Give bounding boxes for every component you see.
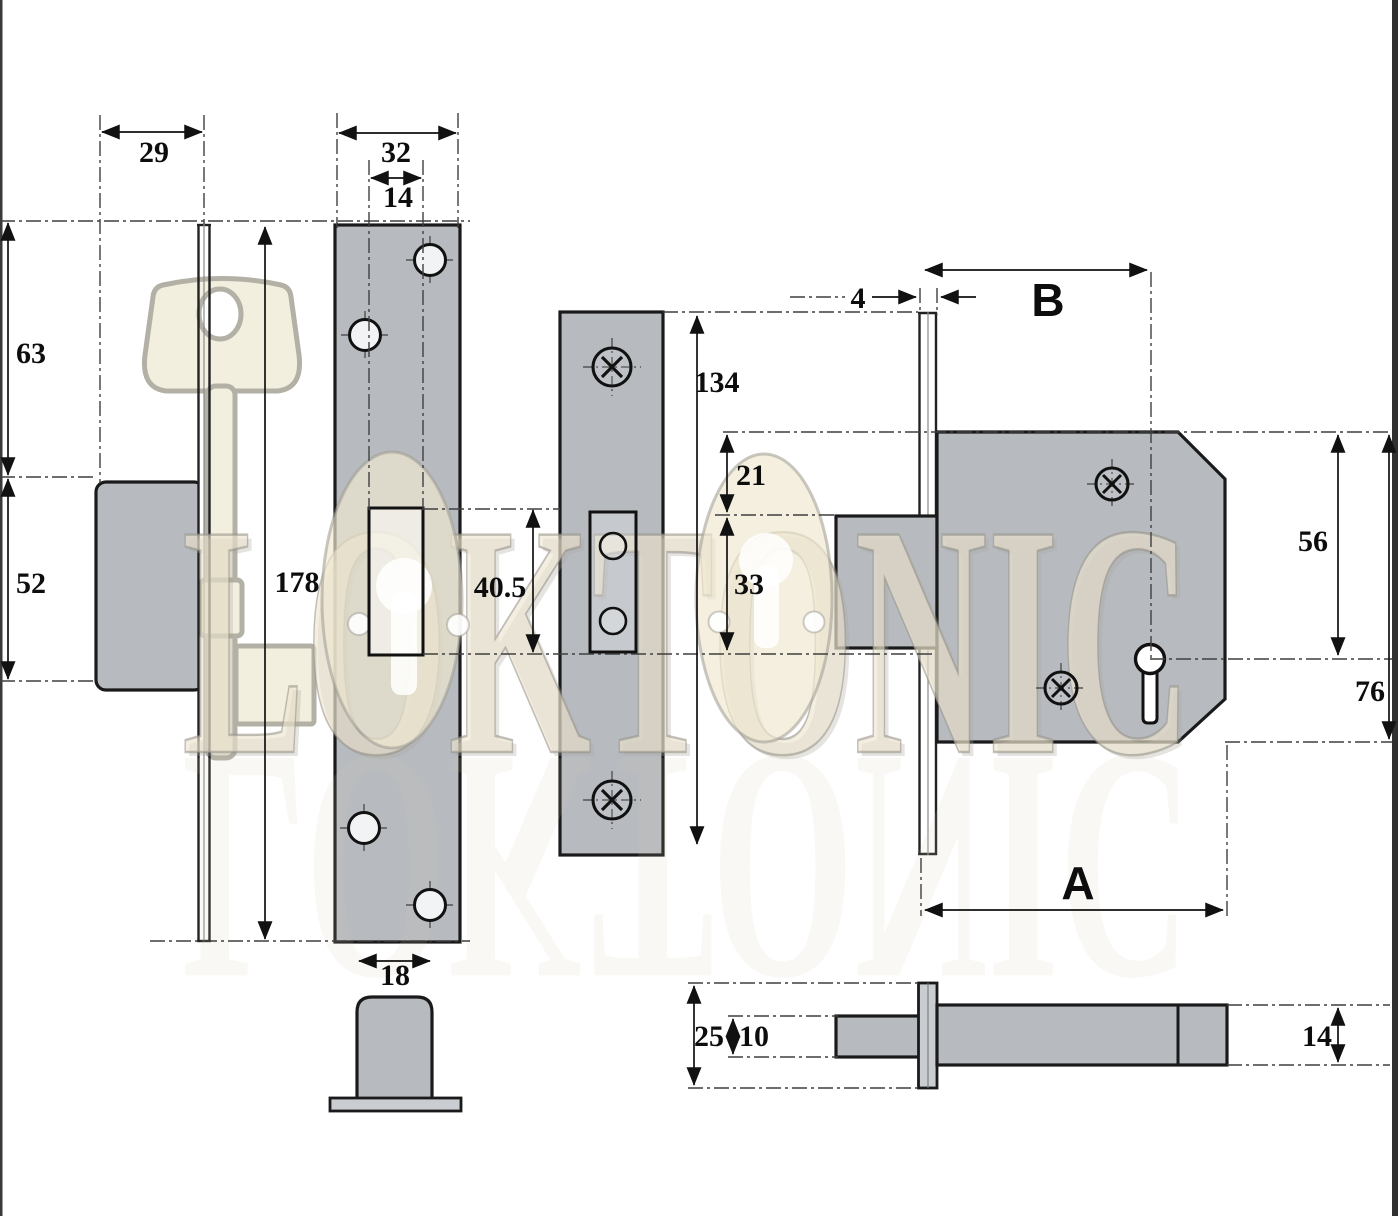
phillips-screw-icon [1087,459,1137,509]
keyway-cutout [367,506,425,657]
bolt-front [355,995,434,1101]
scan-edge-right [1392,0,1398,1216]
dim-label-keyway-height: 40.5 [474,571,527,604]
dim-label-bolt-height: 33 [734,568,764,601]
dim-label-top-to-bolt: 63 [16,337,46,370]
bolt-front-view [328,995,463,1113]
dim-label-tail-thickness: 10 [739,1020,769,1053]
strike-plate-front [558,310,665,857]
drawing-details [340,236,1167,929]
deadbolt-thrown [834,514,939,650]
bolt-tail [834,1014,924,1059]
watermark-escutcheon-right [694,452,834,744]
key-bit [233,643,317,727]
dim-label-profile-height: 25 [694,1020,724,1053]
dim-label-bolt-face-width: 18 [380,959,410,992]
dim-label-depth-A: A [1061,857,1094,909]
watermark: LOKTONIC LOKTONIC LOKTONIC [181,450,1196,1054]
watermark-reflection: LOKTONIC [182,686,1192,1054]
strike-hole-icon [598,606,628,636]
dimension-lines [0,124,1397,1086]
phillips-screw-icon [583,338,641,396]
phillips-screw-icon [583,771,641,829]
dim-label-plate-thickness: 4 [851,282,866,315]
dim-label-bolt-protrusion: 29 [139,136,169,169]
key-head-hole [196,286,244,342]
dim-label-body-height: 76 [1355,675,1385,708]
bolt-front-base [328,1096,463,1113]
key-shaft [204,383,238,761]
strike-inner-box [588,510,638,654]
screw-hole-icon [406,881,454,929]
strike-hole-icon [598,531,628,561]
dim-label-top-to-keyhole: 56 [1298,525,1328,558]
faceplate-screw-holes [340,236,454,929]
dim-label-backset-B: B [1031,274,1064,326]
dim-label-strike-length: 134 [695,366,740,399]
bolt-profile-view [834,981,1229,1090]
phillips-screw-icon [1036,663,1086,713]
screw-hole-icon [340,804,388,852]
dim-label-keyway-width: 14 [383,181,413,214]
dim-label-faceplate-width: 32 [381,136,411,169]
reference-lines [0,113,1392,1089]
dim-label-top-to-bolt-case: 21 [736,459,766,492]
dimension-labels: 29 63 52 178 32 14 40.5 18 134 4 B 21 33… [16,136,1385,1053]
scan-edge-left [0,0,3,1216]
dim-label-bolt-thickness: 14 [1302,1020,1332,1053]
screw-hole-icon [406,236,454,284]
dim-label-bolt-cutout: 52 [16,567,46,600]
dim-label-faceplate-length: 178 [275,566,320,599]
screw-hole-icon [341,311,389,359]
